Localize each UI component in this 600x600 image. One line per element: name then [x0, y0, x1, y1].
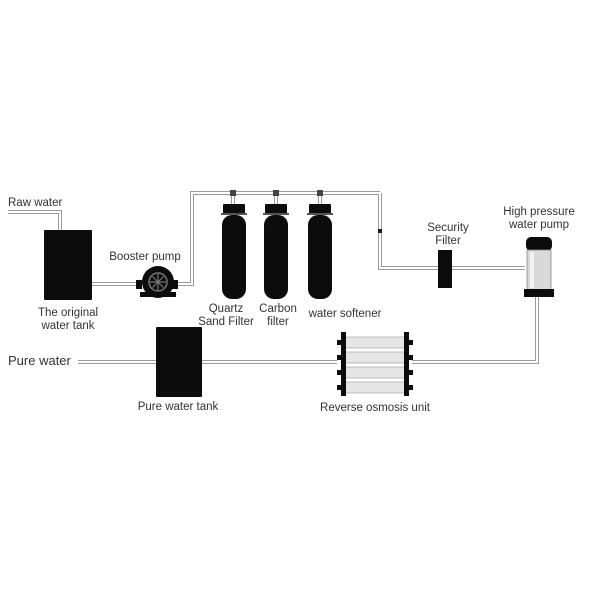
quartz-filter-label-line2: Sand Filter — [198, 316, 254, 328]
ro-membrane-tube — [342, 351, 408, 364]
reverse-osmosis-unit — [337, 332, 413, 396]
original-tank-label-line1: The original — [37, 307, 99, 319]
softener-body — [308, 215, 332, 299]
ro-left-end-cap — [341, 332, 346, 396]
pipe-fittings — [230, 190, 382, 233]
raw-water-label: Raw water — [8, 197, 63, 209]
pure-water-label: Pure water — [8, 353, 71, 368]
quartz-filter-body — [222, 215, 246, 299]
pure-water-tank — [156, 327, 202, 397]
high-pressure-water-pump — [524, 237, 554, 297]
quartz-filter-cap — [223, 204, 245, 214]
hp-pump-label-line2: water pump — [508, 219, 570, 231]
original-water-tank — [44, 230, 92, 300]
pipe-valve — [378, 229, 382, 233]
carbon-filter-label-line2: filter — [267, 316, 289, 328]
quartz-sand-filter — [221, 204, 247, 299]
ro-membrane-tube — [342, 366, 408, 379]
security-filter-label-line1: Security — [427, 222, 469, 234]
pipe-joint — [317, 190, 323, 196]
water-softener-label: water softener — [308, 308, 382, 320]
carbon-filter-label-line1: Carbon — [259, 303, 297, 315]
pure-water-tank-label: Pure water tank — [137, 401, 219, 413]
quartz-filter-label-line1: Quartz — [208, 303, 244, 315]
hp-pump-top-cap — [526, 237, 552, 251]
booster-pump-label: Booster pump — [109, 251, 181, 263]
booster-pump-outlet — [172, 280, 178, 289]
hp-pump-label-line1: High pressure — [503, 206, 575, 218]
raw-water-inlet-pipe — [8, 210, 62, 232]
hp-pump-to-ro-pipe — [412, 297, 539, 364]
ro-membrane-tube — [342, 381, 408, 394]
ro-right-end-cap — [404, 332, 409, 396]
carbon-filter — [263, 204, 289, 299]
security-filter — [438, 250, 452, 288]
ro-membrane-tube — [342, 336, 408, 349]
pipe-joint — [273, 190, 279, 196]
original-tank-label-line2: water tank — [41, 320, 95, 332]
carbon-filter-body — [264, 215, 288, 299]
hp-pump-base — [524, 289, 554, 297]
security-filter-label-line2: Filter — [435, 235, 461, 247]
softener-cap — [309, 204, 331, 214]
carbon-filter-cap — [265, 204, 287, 214]
booster-pump-inlet — [136, 280, 142, 289]
water-softener-unit — [307, 204, 333, 299]
booster-pump-fan-icon — [148, 272, 168, 292]
booster-pump — [136, 266, 178, 298]
reverse-osmosis-label: Reverse osmosis unit — [320, 402, 430, 414]
pipe-joint — [230, 190, 236, 196]
